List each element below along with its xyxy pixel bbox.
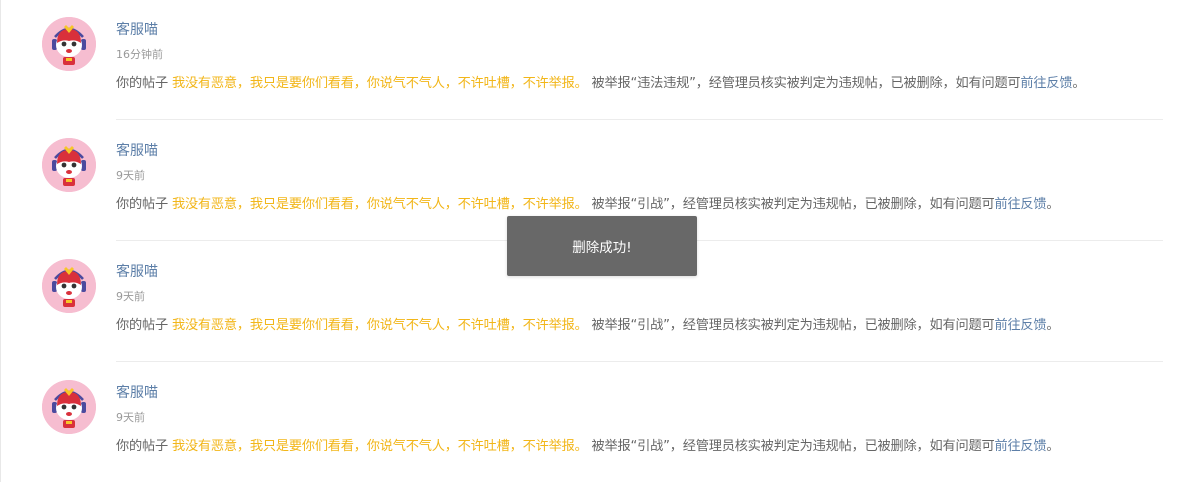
feedback-link[interactable]: 前往反馈 xyxy=(994,318,1047,333)
message-prefix: 你的帖子 xyxy=(116,439,172,454)
notice-time: 9天前 xyxy=(116,411,145,424)
sender-name[interactable]: 客服喵 xyxy=(116,385,158,401)
post-title-link[interactable]: 我没有恶意，我只是要你们看看，你说气不气人，不许吐槽，不许举报。 xyxy=(171,197,588,212)
message-suffix: 。 xyxy=(1046,318,1060,333)
notice-item: 客服喵 16分钟前 你的帖子 我没有恶意，我只是要你们看看，你说气不气人，不许吐… xyxy=(0,0,1199,121)
notice-message: 你的帖子 我没有恶意，我只是要你们看看，你说气不气人，不许吐槽，不许举报。 被举… xyxy=(116,314,1060,333)
post-title-link[interactable]: 我没有恶意，我只是要你们看看，你说气不气人，不许吐槽，不许举报。 xyxy=(171,439,588,454)
notice-time: 16分钟前 xyxy=(116,48,163,61)
toast-message: 删除成功! xyxy=(572,240,632,256)
sender-name[interactable]: 客服喵 xyxy=(116,143,158,159)
message-prefix: 你的帖子 xyxy=(116,197,172,212)
feedback-link[interactable]: 前往反馈 xyxy=(1020,76,1073,91)
panel-left-border xyxy=(0,0,1,482)
notice-time: 9天前 xyxy=(116,169,145,182)
post-title-link[interactable]: 我没有恶意，我只是要你们看看，你说气不气人，不许吐槽，不许举报。 xyxy=(171,76,588,91)
notice-divider xyxy=(116,119,1163,120)
message-prefix: 你的帖子 xyxy=(116,318,172,333)
notice-message: 你的帖子 我没有恶意，我只是要你们看看，你说气不气人，不许吐槽，不许举报。 被举… xyxy=(116,72,1086,91)
customer-service-cat-avatar-icon[interactable] xyxy=(42,380,96,434)
message-body: 被举报“引战”，经管理员核实被判定为违规帖，已被删除，如有问题可 xyxy=(587,318,995,333)
message-suffix: 。 xyxy=(1046,197,1060,212)
message-body: 被举报“引战”，经管理员核实被判定为违规帖，已被删除，如有问题可 xyxy=(587,439,995,454)
sender-name[interactable]: 客服喵 xyxy=(116,22,158,38)
message-prefix: 你的帖子 xyxy=(116,76,172,91)
message-body: 被举报“违法违规”，经管理员核实被判定为违规帖，已被删除，如有问题可 xyxy=(587,76,1021,91)
notice-message: 你的帖子 我没有恶意，我只是要你们看看，你说气不气人，不许吐槽，不许举报。 被举… xyxy=(116,435,1060,454)
message-body: 被举报“引战”，经管理员核实被判定为违规帖，已被删除，如有问题可 xyxy=(587,197,995,212)
notice-message: 你的帖子 我没有恶意，我只是要你们看看，你说气不气人，不许吐槽，不许举报。 被举… xyxy=(116,193,1060,212)
notice-time: 9天前 xyxy=(116,290,145,303)
notice-item: 客服喵 9天前 你的帖子 我没有恶意，我只是要你们看看，你说气不气人，不许吐槽，… xyxy=(0,363,1199,484)
post-title-link[interactable]: 我没有恶意，我只是要你们看看，你说气不气人，不许吐槽，不许举报。 xyxy=(171,318,588,333)
toast-delete-success: 删除成功! xyxy=(507,216,697,276)
message-suffix: 。 xyxy=(1072,76,1086,91)
feedback-link[interactable]: 前往反馈 xyxy=(994,197,1047,212)
customer-service-cat-avatar-icon[interactable] xyxy=(42,259,96,313)
feedback-link[interactable]: 前往反馈 xyxy=(994,439,1047,454)
message-suffix: 。 xyxy=(1046,439,1060,454)
notice-item: 客服喵 9天前 你的帖子 我没有恶意，我只是要你们看看，你说气不气人，不许吐槽，… xyxy=(0,242,1199,363)
sender-name[interactable]: 客服喵 xyxy=(116,264,158,280)
customer-service-cat-avatar-icon[interactable] xyxy=(42,17,96,71)
notice-divider xyxy=(116,361,1163,362)
customer-service-cat-avatar-icon[interactable] xyxy=(42,138,96,192)
